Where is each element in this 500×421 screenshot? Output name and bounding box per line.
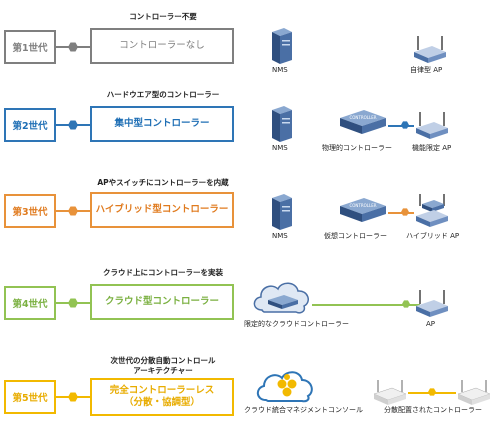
cloud-console-icon (256, 371, 313, 403)
gen1-controller-box: コントローラーなし (90, 28, 234, 64)
controller-appliance-icon: CONTROLLER (340, 110, 386, 134)
gen1-heading: コントローラー不要 (129, 12, 197, 21)
gen3-ap-label: ハイブリッド AP (406, 232, 460, 240)
gen5-controller-box: 完全コントローラーレス （分散・協調型） (90, 378, 234, 416)
gen5-node-icon (68, 392, 78, 402)
gen4-link (312, 304, 420, 306)
gen5-link-node-icon (428, 388, 436, 396)
gen2-nms-label: NMS (272, 144, 288, 152)
gen2-label: 第2世代 (4, 108, 56, 142)
access-point-icon (416, 290, 448, 317)
gen4-node-icon (68, 298, 78, 308)
gen3-link-node-icon (401, 208, 409, 216)
controller-appliance-text: CONTROLLER (349, 115, 376, 120)
gen5-controller-label-line1: 完全コントローラーレス (109, 385, 215, 396)
gen3-controller-label: ハイブリッド型コントローラー (95, 204, 229, 215)
nms-server-icon (272, 194, 292, 230)
gen3-nms-label: NMS (272, 232, 288, 240)
gen2-ap-label: 機能限定 AP (412, 144, 452, 152)
generation-5-row: 次世代の分散自動コントロール アーキテクチャー 第5世代 完全コントローラーレス… (0, 350, 500, 421)
gen2-controller-label: 集中型コントローラー (114, 118, 210, 129)
gen4-controller-label: クラウド型コントローラー (104, 296, 219, 307)
gen3-link (388, 212, 414, 214)
nms-server-icon (272, 106, 292, 142)
distributed-ap-icon (373, 380, 407, 405)
nms-server-icon (272, 28, 292, 64)
gen4-link-node-icon (402, 300, 410, 308)
gen3-node-icon (68, 206, 78, 216)
gen4-heading: クラウド上にコントローラーを実装 (103, 268, 223, 277)
controller-appliance-icon: CONTROLLER (340, 198, 386, 222)
gen5-cloud-label: クラウド統合マネジメントコンソール (244, 406, 363, 414)
gen4-label: 第4世代 (4, 286, 56, 320)
controller-appliance-text: CONTROLLER (349, 203, 376, 208)
gen2-link-node-icon (401, 121, 409, 129)
gen3-device-label: 仮想コントローラー (324, 232, 387, 240)
gen2-controller-box: 集中型コントローラー (90, 106, 234, 142)
gen1-node-icon (68, 42, 78, 52)
generation-1-row: コントローラー不要 第1世代 コントローラーなし NMS 自律型 AP (0, 8, 500, 92)
distributed-ap-icon (457, 380, 491, 405)
gen1-ap-label: 自律型 AP (410, 66, 443, 74)
generation-3-row: APやスイッチにコントローラーを内蔵 第3世代 ハイブリッド型コントローラー N… (0, 170, 500, 254)
generation-4-row: クラウド上にコントローラーを実装 第4世代 クラウド型コントローラー 限定的なク… (0, 262, 500, 346)
gen2-heading: ハードウエア型のコントローラー (106, 90, 220, 99)
cloud-controller-icon (253, 282, 309, 314)
gen5-controller-label-line2: （分散・協調型） (123, 397, 200, 408)
gen2-link (388, 125, 414, 127)
access-point-icon (414, 36, 446, 63)
gen4-ap-label: AP (426, 320, 436, 328)
gen5-label: 第5世代 (4, 380, 56, 414)
gen3-controller-box: ハイブリッド型コントローラー (90, 192, 234, 228)
gen1-label: 第1世代 (4, 30, 56, 64)
gen5-ap-label: 分散配置されたコントローラー (384, 406, 482, 414)
gen2-node-icon (68, 120, 78, 130)
gen1-controller-label: コントローラーなし (119, 40, 205, 51)
generation-2-row: ハードウエア型のコントローラー 第2世代 集中型コントローラー NMS CONT… (0, 86, 500, 170)
gen5-heading-line1: 次世代の分散自動コントロール (110, 356, 216, 365)
gen3-heading: APやスイッチにコントローラーを内蔵 (97, 178, 229, 187)
gen4-cloud-label: 限定的なクラウドコントローラー (244, 320, 349, 328)
gen5-heading-line2: アーキテクチャー (133, 366, 193, 375)
gen2-device-label: 物理的コントローラー (322, 144, 392, 152)
hybrid-ap-icon (416, 194, 448, 227)
gen1-nms-label: NMS (272, 66, 288, 74)
gen3-label: 第3世代 (4, 194, 56, 228)
gen4-controller-box: クラウド型コントローラー (90, 284, 234, 320)
access-point-icon (416, 112, 448, 139)
